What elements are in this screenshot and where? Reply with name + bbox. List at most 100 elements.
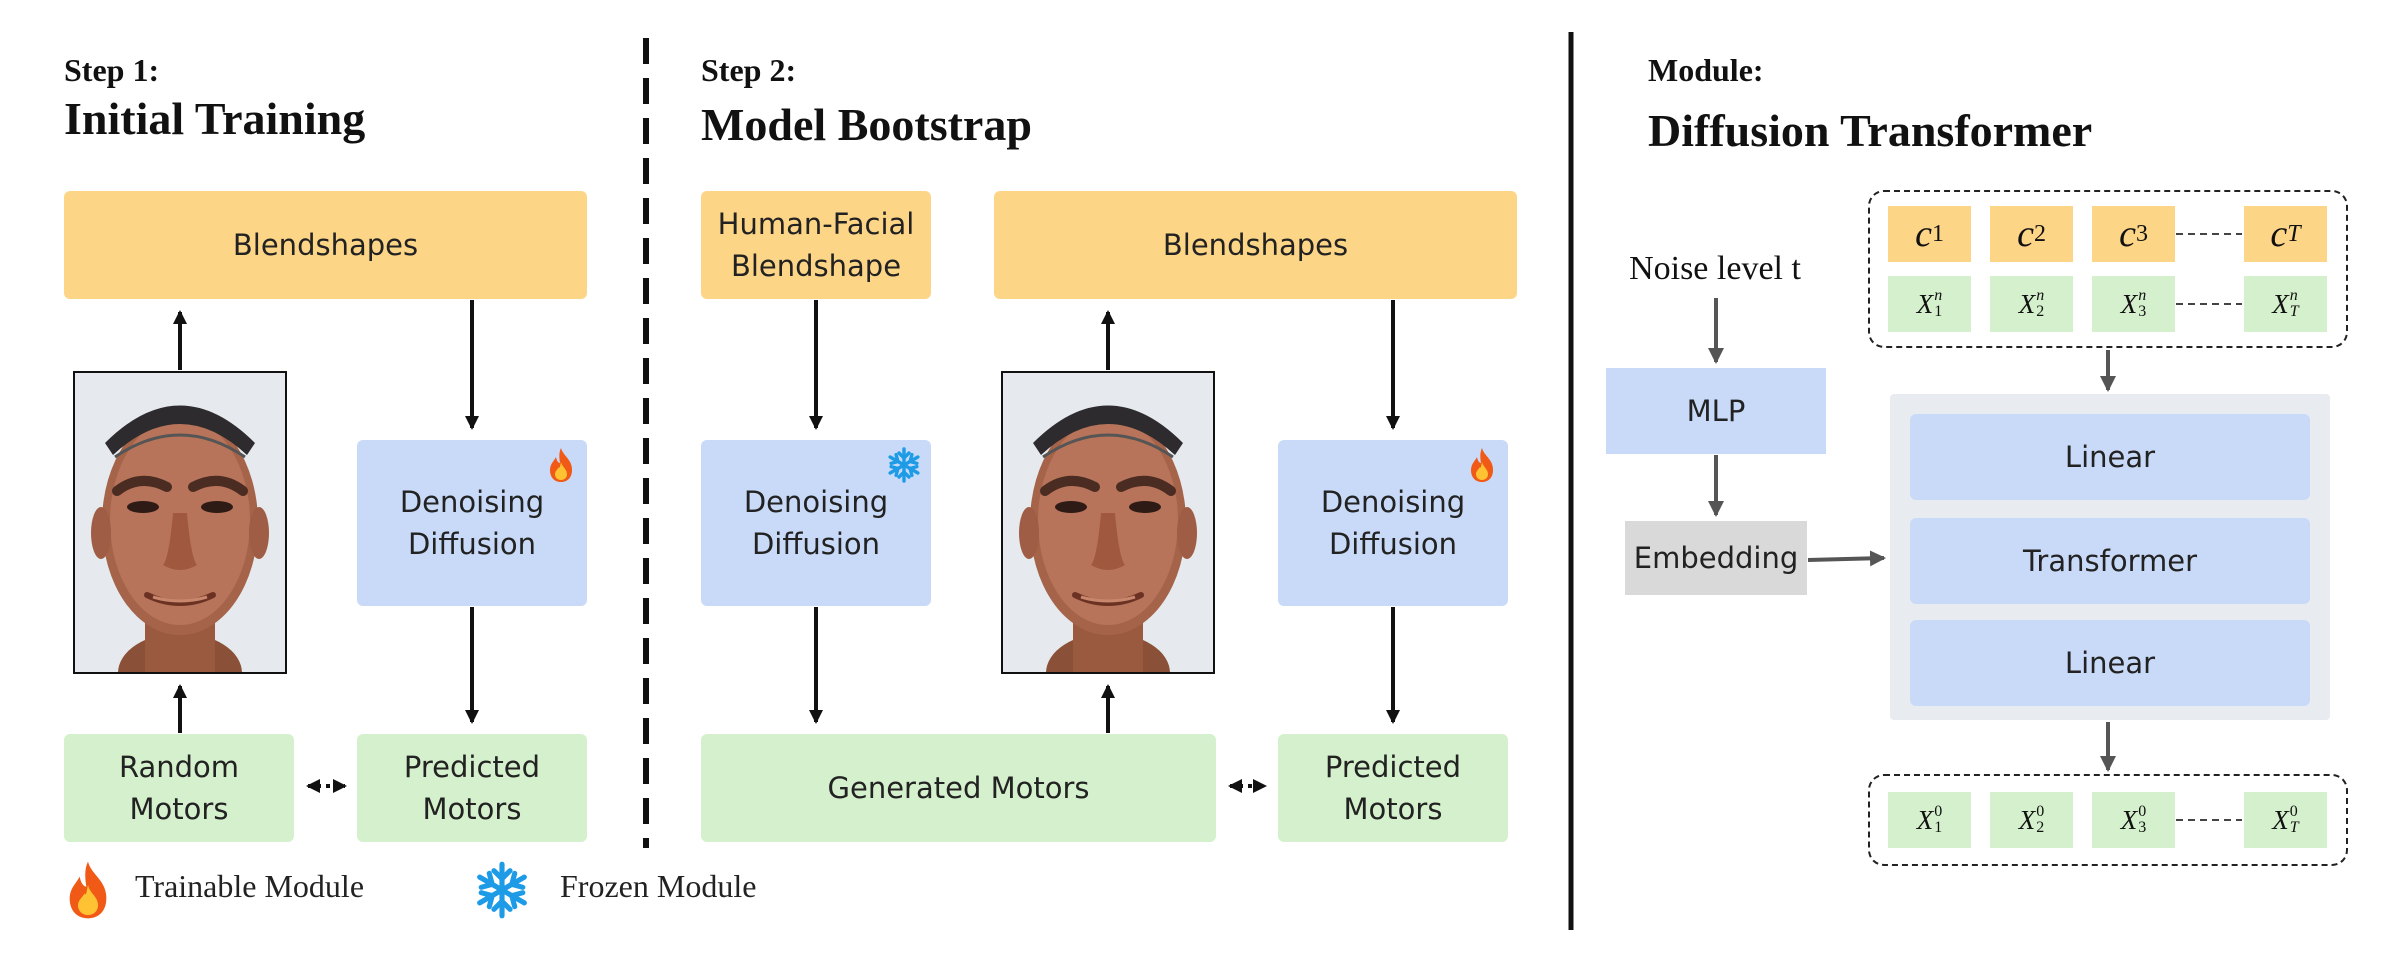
output-token-group (1868, 774, 2348, 866)
clean-token-T-sub: T (2289, 819, 2299, 836)
cond-token-T-sub: T (2287, 220, 2301, 247)
step2-predicted-motors-line1: Predicted (1324, 750, 1462, 784)
clean-token-3-sub: 3 (2138, 819, 2147, 836)
noisy-token-2-base: X (2018, 288, 2036, 319)
noisy-token-2-sub: 2 (2036, 303, 2045, 320)
clean-token-3-sup: 0 (2138, 803, 2147, 820)
mlp-box: MLP (1606, 368, 1826, 454)
random-motors-line1: Random (118, 750, 240, 784)
noisy-token-3-sup: n (2138, 287, 2147, 304)
noisy-token-3-sub: 3 (2138, 303, 2147, 320)
snowflake-icon (885, 446, 923, 484)
generated-motors-label: Generated Motors (827, 771, 1090, 805)
legend-frozen-label: Frozen Module (560, 868, 757, 904)
step1-denoising-line2: Diffusion (407, 527, 537, 561)
robot-face-image-2 (1001, 371, 1215, 674)
noisy-token-T-sub: T (2289, 303, 2299, 320)
cond-token-3-sub: 3 (2135, 220, 2148, 247)
random-motors-box: Random Motors (64, 734, 294, 842)
clean-token-2-sub: 2 (2036, 819, 2045, 836)
step1-denoising-box: Denoising Diffusion (357, 440, 587, 606)
robot-face-drawing-2 (1003, 373, 1213, 672)
embedding-label: Embedding (1633, 541, 1799, 575)
clean-token-1-sub: 1 (1934, 819, 1943, 836)
step2-predicted-motors-line2: Motors (1343, 792, 1443, 826)
clean-token-1-base: X (1916, 804, 1934, 835)
noisy-token-1-base: X (1916, 288, 1934, 319)
trainable-denoising-box: Denoising Diffusion (1278, 440, 1508, 606)
step1-label: Step 1: (64, 52, 160, 88)
robot-face-image-1 (73, 371, 287, 674)
clean-token-1-sup: 0 (1934, 803, 1943, 820)
step2-title: Model Bootstrap (701, 99, 1032, 150)
legend-trainable-label: Trainable Module (135, 868, 365, 904)
noisy-token-T-sup: n (2289, 287, 2298, 304)
human-blendshape-box: Human-Facial Blendshape (701, 191, 931, 299)
clean-token-T-base: X (2272, 804, 2289, 835)
flame-icon (1466, 446, 1498, 484)
noisy-token-1-sup: n (1934, 287, 1943, 304)
cond-token-2-sub: 2 (2033, 220, 2046, 247)
noisy-token-3-base: X (2120, 288, 2138, 319)
cond-token-3-base: c (2119, 213, 2136, 255)
step1-predicted-motors-line2: Motors (422, 792, 522, 826)
clean-token-T-sup: 0 (2289, 803, 2298, 820)
frozen-denoising-line2: Diffusion (751, 527, 881, 561)
noisy-token-T-base: X (2272, 288, 2289, 319)
step2-predicted-motors-box: Predicted Motors (1278, 734, 1508, 842)
mlp-label: MLP (1686, 394, 1746, 428)
noisy-token-1-sub: 1 (1934, 303, 1943, 320)
cond-token-1-sub: 1 (1931, 220, 1944, 247)
frozen-denoising-line1: Denoising (743, 485, 889, 519)
step1-blendshapes-label: Blendshapes (232, 228, 419, 262)
cond-token-T-base: c (2270, 213, 2288, 255)
linear-layer-bottom-label: Linear (2064, 646, 2156, 680)
step1-title: Initial Training (64, 93, 366, 144)
cond-token-1-base: c (1915, 213, 1932, 255)
step1-predicted-motors-line1: Predicted (403, 750, 541, 784)
step1-predicted-motors-box: Predicted Motors (357, 734, 587, 842)
human-blendshape-line1: Human-Facial (717, 207, 915, 241)
module-label: Module: (1648, 52, 1764, 88)
clean-token-2-sup: 0 (2036, 803, 2045, 820)
transformer-layer: Transformer (1910, 518, 2310, 604)
step2-blendshapes-box: Blendshapes (994, 191, 1517, 299)
noise-level-label: Noise level t (1629, 250, 1801, 287)
flame-icon (545, 446, 577, 484)
frozen-denoising-box: Denoising Diffusion (701, 440, 931, 606)
step2-label: Step 2: (701, 52, 797, 88)
embedding-box: Embedding (1625, 521, 1807, 595)
snowflake-icon (472, 860, 532, 920)
step1-denoising-line1: Denoising (399, 485, 545, 519)
linear-layer-top-label: Linear (2064, 440, 2156, 474)
linear-layer-top: Linear (1910, 414, 2310, 500)
input-token-group (1868, 190, 2348, 348)
clean-token-3-base: X (2120, 804, 2138, 835)
step1-blendshapes-box: Blendshapes (64, 191, 587, 299)
trainable-denoising-line2: Diffusion (1328, 527, 1458, 561)
flame-icon (62, 858, 114, 922)
robot-face-drawing-1 (75, 373, 285, 672)
step2-blendshapes-label: Blendshapes (1162, 228, 1349, 262)
noisy-token-2-sup: n (2036, 287, 2045, 304)
random-motors-line2: Motors (129, 792, 229, 826)
cond-token-2-base: c (2017, 213, 2034, 255)
human-blendshape-line2: Blendshape (730, 249, 902, 283)
transformer-layer-label: Transformer (2022, 544, 2197, 578)
trainable-denoising-line1: Denoising (1320, 485, 1466, 519)
linear-layer-bottom: Linear (1910, 620, 2310, 706)
clean-token-2-base: X (2018, 804, 2036, 835)
